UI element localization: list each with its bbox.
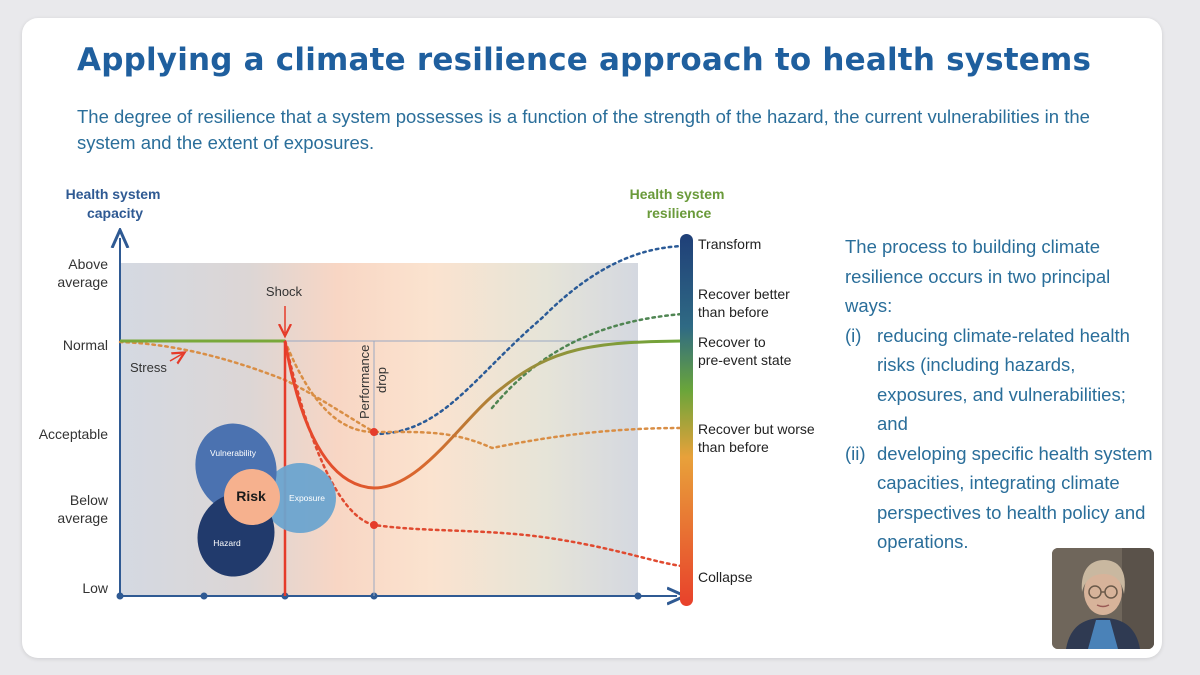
y-level-low: Low: [82, 580, 109, 596]
outcome-transform: Transform: [698, 236, 761, 252]
collapse-curve: [283, 339, 684, 568]
exposure-label: Exposure: [289, 493, 325, 503]
transform-curve: [372, 244, 684, 436]
better-than-before-curve: [490, 312, 684, 410]
shock-label: Shock: [266, 284, 303, 299]
risk-venn: Vulnerability Exposure Hazard Risk: [195, 423, 336, 577]
y-level-acceptable: Acceptable: [39, 426, 108, 442]
y-axis-title: Health system capacity: [66, 186, 165, 221]
risk-label: Risk: [236, 488, 266, 504]
side-panel: The process to building climate resilien…: [845, 232, 1155, 557]
side-panel-item-1: (i) reducing climate-related health risk…: [845, 321, 1155, 439]
webcam-thumbnail[interactable]: [1052, 548, 1154, 649]
side-panel-item-2-num: (ii): [845, 442, 866, 464]
acceptable-drop-point: [370, 428, 378, 436]
performance-drop-label: Performance drop: [357, 341, 389, 419]
exposure-blob: [264, 463, 336, 533]
side-panel-item-1-num: (i): [845, 324, 862, 346]
chart-background: [120, 263, 638, 595]
side-panel-item-2: (ii) developing specific health system c…: [845, 439, 1155, 557]
side-panel-intro: The process to building climate resilien…: [845, 236, 1111, 316]
resilience-diagram: Health system capacity Health system res…: [39, 186, 815, 606]
worse-than-before-curve: [283, 339, 684, 450]
y-level-normal: Normal: [63, 337, 108, 353]
outcome-collapse: Collapse: [698, 569, 753, 585]
risk-circle: [224, 469, 280, 525]
stress-arrow: [169, 354, 182, 361]
hazard-label: Hazard: [213, 538, 241, 548]
stress-curve: [118, 340, 376, 434]
collapse-drop-point: [370, 521, 378, 529]
side-panel-item-2-text: developing specific health system capaci…: [877, 442, 1153, 553]
slide-title: Applying a climate resilience approach t…: [77, 42, 1092, 78]
resilience-title: Health system resilience: [630, 186, 729, 221]
slide-subtitle: The degree of resilience that a system p…: [77, 106, 1090, 153]
pre-event-recovery-curve: [283, 339, 683, 490]
slide: Applying a climate resilience approach t…: [22, 18, 1162, 658]
presenter-video-icon: [1052, 548, 1154, 649]
stress-label: Stress: [130, 360, 167, 375]
vulnerability-label: Vulnerability: [210, 448, 257, 458]
side-panel-item-1-text: reducing climate-related health risks (i…: [877, 324, 1130, 435]
resilience-gradient-bar: [680, 234, 693, 606]
